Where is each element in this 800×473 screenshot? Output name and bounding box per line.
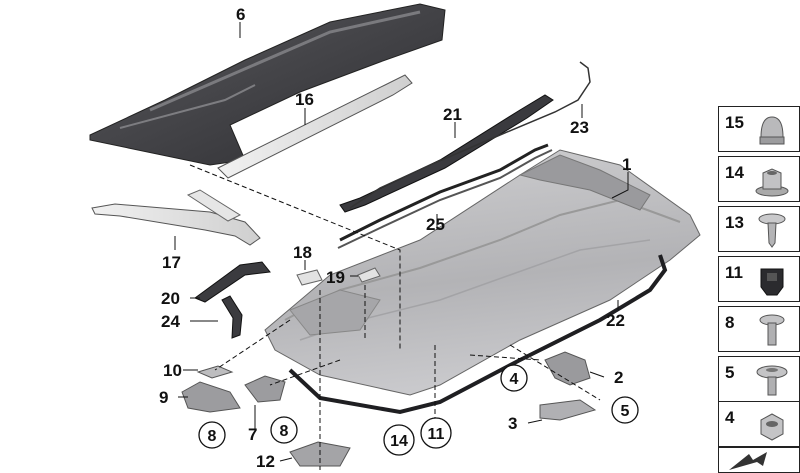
circled-callout-11: 11 bbox=[420, 417, 452, 449]
hose-part bbox=[337, 143, 553, 249]
curved-trim-part bbox=[91, 189, 261, 246]
circled-callout-8b: 8 bbox=[270, 416, 298, 444]
flange-screw-icon bbox=[756, 365, 788, 396]
callout-20: 20 bbox=[161, 289, 180, 308]
svg-text:14: 14 bbox=[390, 433, 408, 450]
callout-22: 22 bbox=[606, 311, 625, 330]
side-item-arrow bbox=[718, 447, 800, 473]
cap-nut-icon bbox=[759, 116, 785, 145]
lower-bracket-part-10 bbox=[196, 365, 234, 379]
cover-panel-part bbox=[264, 149, 701, 396]
side-item-5: 5 bbox=[718, 356, 800, 402]
side-item-8: 8 bbox=[718, 306, 800, 352]
clip-icon bbox=[760, 268, 784, 296]
side-item-14: 14 bbox=[718, 156, 800, 202]
side-item-15: 15 bbox=[718, 106, 800, 152]
pad-part-18 bbox=[296, 269, 323, 286]
svg-text:11: 11 bbox=[428, 426, 445, 443]
side-item-13: 13 bbox=[718, 206, 800, 252]
trim-strip-part bbox=[217, 74, 413, 179]
curved-piece-part bbox=[221, 295, 243, 339]
side-item-label: 13 bbox=[725, 213, 744, 232]
side-item-11: 11 bbox=[718, 256, 800, 302]
callout-16: 16 bbox=[295, 90, 314, 109]
side-item-label: 4 bbox=[725, 408, 735, 427]
circled-callout-5: 5 bbox=[611, 396, 639, 424]
small-bracket-part bbox=[539, 399, 597, 421]
svg-text:8: 8 bbox=[280, 423, 289, 440]
callout-6: 6 bbox=[236, 5, 245, 24]
callout-7: 7 bbox=[248, 425, 257, 444]
frame-rail-part bbox=[288, 254, 668, 415]
callout-18: 18 bbox=[293, 243, 312, 262]
side-item-4: 4 bbox=[718, 401, 800, 447]
spoiler-part bbox=[89, 3, 446, 166]
hex-nut-icon bbox=[760, 413, 784, 441]
hinge-part bbox=[544, 351, 591, 386]
callout-12: 12 bbox=[256, 452, 275, 471]
circled-callout-14: 14 bbox=[383, 424, 415, 456]
callout-1: 1 bbox=[622, 155, 631, 174]
lower-bracket-part-9 bbox=[181, 381, 241, 413]
bracket-part bbox=[193, 261, 271, 303]
svg-text:4: 4 bbox=[510, 371, 519, 388]
cable-part bbox=[349, 61, 591, 209]
side-item-label: 8 bbox=[725, 313, 735, 332]
pad-part-19 bbox=[357, 267, 381, 283]
callout-2: 2 bbox=[614, 368, 623, 387]
flange-nut-icon bbox=[755, 168, 789, 197]
callout-10: 10 bbox=[163, 361, 182, 380]
circled-callout-4: 4 bbox=[500, 364, 528, 392]
side-item-label: 5 bbox=[725, 363, 735, 382]
callout-24: 24 bbox=[161, 312, 180, 331]
svg-text:5: 5 bbox=[621, 403, 630, 420]
callout-9: 9 bbox=[159, 388, 168, 407]
callout-17: 17 bbox=[162, 253, 181, 272]
svg-text:8: 8 bbox=[208, 428, 217, 445]
callout-21: 21 bbox=[443, 105, 462, 124]
push-rivet-icon bbox=[758, 213, 786, 248]
lower-bracket-part-7 bbox=[244, 375, 286, 403]
circled-callout-8a: 8 bbox=[198, 421, 226, 449]
arrow-icon bbox=[729, 452, 767, 470]
callout-23: 23 bbox=[570, 118, 589, 137]
callout-25: 25 bbox=[426, 215, 445, 234]
screw-icon bbox=[759, 314, 785, 346]
callout-3: 3 bbox=[508, 414, 517, 433]
side-item-label: 14 bbox=[725, 163, 744, 182]
callout-19: 19 bbox=[326, 268, 345, 287]
leader-lines bbox=[189, 164, 601, 470]
side-item-label: 11 bbox=[725, 263, 743, 282]
callout-lines bbox=[174, 22, 629, 462]
side-item-label: 15 bbox=[725, 113, 744, 132]
